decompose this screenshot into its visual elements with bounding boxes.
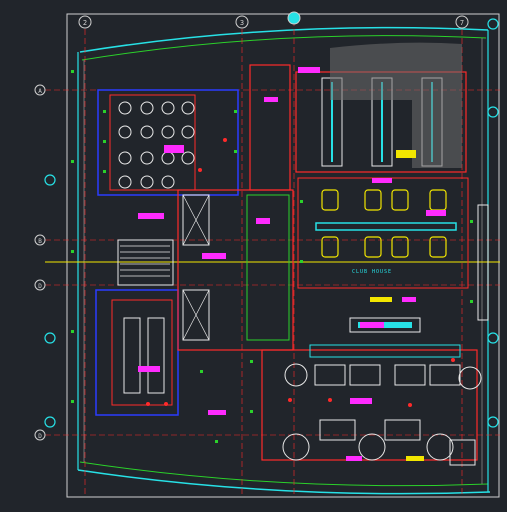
lower-left-tables <box>123 317 165 394</box>
planting-hatch <box>330 42 462 168</box>
left-grid-bubbles: A B D D <box>34 84 46 441</box>
stair-hatch <box>120 245 170 277</box>
room-label-club-house: CLUB HOUSE <box>352 269 392 275</box>
grid-bubble-label: D <box>38 283 42 290</box>
round-tables <box>118 101 195 189</box>
sheet-frame <box>66 13 500 498</box>
side-glazing <box>477 204 489 321</box>
grid-bubble-label: 3 <box>240 19 244 27</box>
reception-desk-top <box>358 322 412 328</box>
green-markers <box>71 70 473 443</box>
grid-bubble-label: B <box>38 238 42 245</box>
central-core <box>177 64 294 351</box>
grid-bubble-label: D <box>38 433 42 440</box>
grid-bubble-label: 7 <box>460 19 464 27</box>
color-tags <box>138 67 446 461</box>
lower-right-plants <box>282 363 482 461</box>
left-wing-walls <box>95 89 239 416</box>
lounge-bar-counter <box>315 222 457 231</box>
red-markers <box>146 138 455 407</box>
grid-bubble-label: A <box>38 88 42 95</box>
reception-desk <box>349 317 421 333</box>
section-markers <box>44 18 499 428</box>
top-grid-bubbles: 2 3 7 <box>78 11 469 29</box>
grid-bubble-label: 2 <box>83 19 87 27</box>
